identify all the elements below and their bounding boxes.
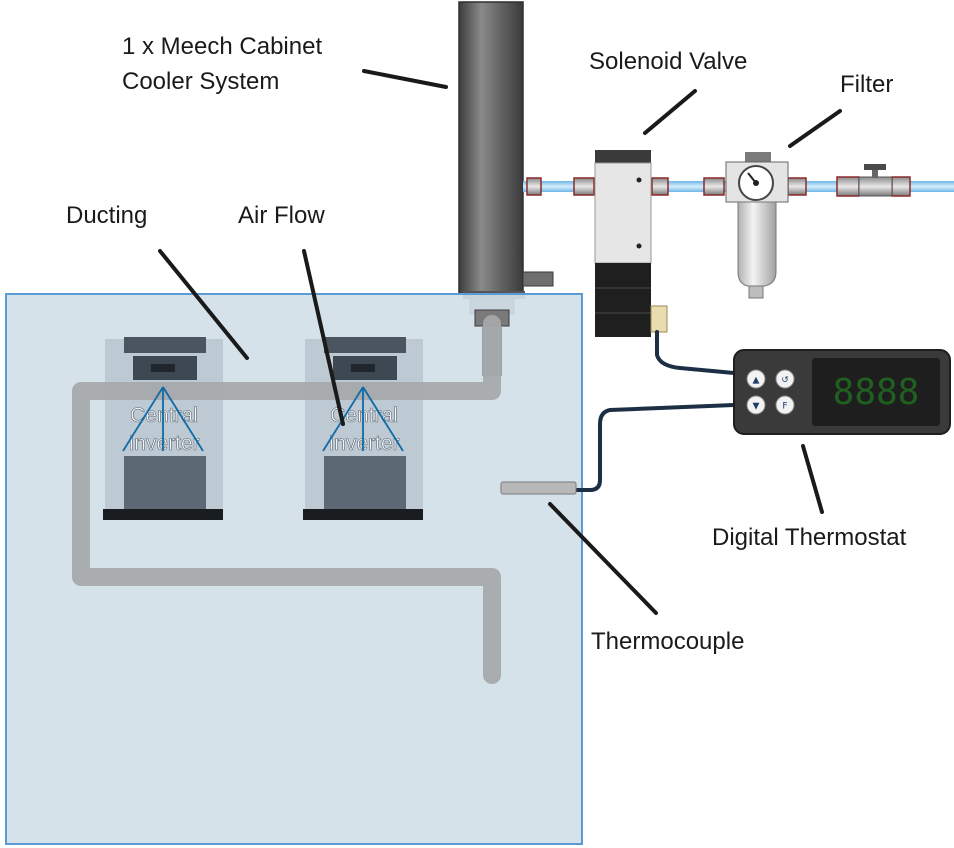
thermostat-button-function[interactable]: F (775, 395, 795, 415)
label-cooler-line2: Cooler System (122, 68, 279, 95)
inverter-2-label-line1: Central (330, 404, 398, 427)
thermostat-button-power[interactable]: ↺ (775, 369, 795, 389)
label-ducting: Ducting (66, 202, 147, 229)
thermostat-button-up[interactable]: ▲ (746, 369, 766, 389)
leader-ducting (158, 249, 249, 360)
down-icon: ▼ (753, 402, 760, 412)
power-icon: ↺ (781, 376, 789, 386)
central-inverter-1 (103, 337, 223, 520)
solenoid-valve (594, 150, 668, 337)
label-digital-thermostat: Digital Thermostat (712, 524, 907, 551)
label-air-flow: Air Flow (238, 202, 325, 229)
label-filter: Filter (840, 71, 893, 98)
digital-thermostat: 8888 ▲ ↺ ▼ F (733, 349, 951, 435)
central-inverter-2 (303, 337, 423, 520)
thermostat-button-down[interactable]: ▼ (746, 395, 766, 415)
inverter-1-label-line1: Central (130, 404, 198, 427)
up-icon: ▲ (753, 376, 760, 386)
leader-filter (788, 109, 842, 148)
leader-cooler (362, 69, 448, 89)
label-solenoid-valve: Solenoid Valve (589, 48, 747, 75)
label-thermocouple: Thermocouple (591, 628, 744, 655)
leader-thermostat (801, 444, 824, 514)
leader-thermocouple (548, 502, 658, 615)
function-icon: F (782, 402, 787, 412)
leader-airflow (302, 249, 345, 426)
ball-valve (858, 164, 893, 197)
thermostat-display-digits: 8888 (833, 372, 920, 413)
pipe-fittings (526, 176, 911, 197)
air-filter (725, 152, 789, 299)
ducting (72, 315, 501, 684)
inverter-1-label-line2: Inverter (128, 432, 199, 455)
thermostat-cables (574, 330, 736, 492)
airflow-lines-1 (122, 386, 204, 452)
leader-lines (158, 69, 842, 615)
thermocouple-probe (500, 481, 577, 495)
inverter-2-label-line2: Inverter (328, 432, 399, 455)
cabinet-cooler (458, 1, 554, 315)
label-cooler-line1: 1 x Meech Cabinet (122, 33, 322, 60)
leader-solenoid (643, 89, 697, 135)
